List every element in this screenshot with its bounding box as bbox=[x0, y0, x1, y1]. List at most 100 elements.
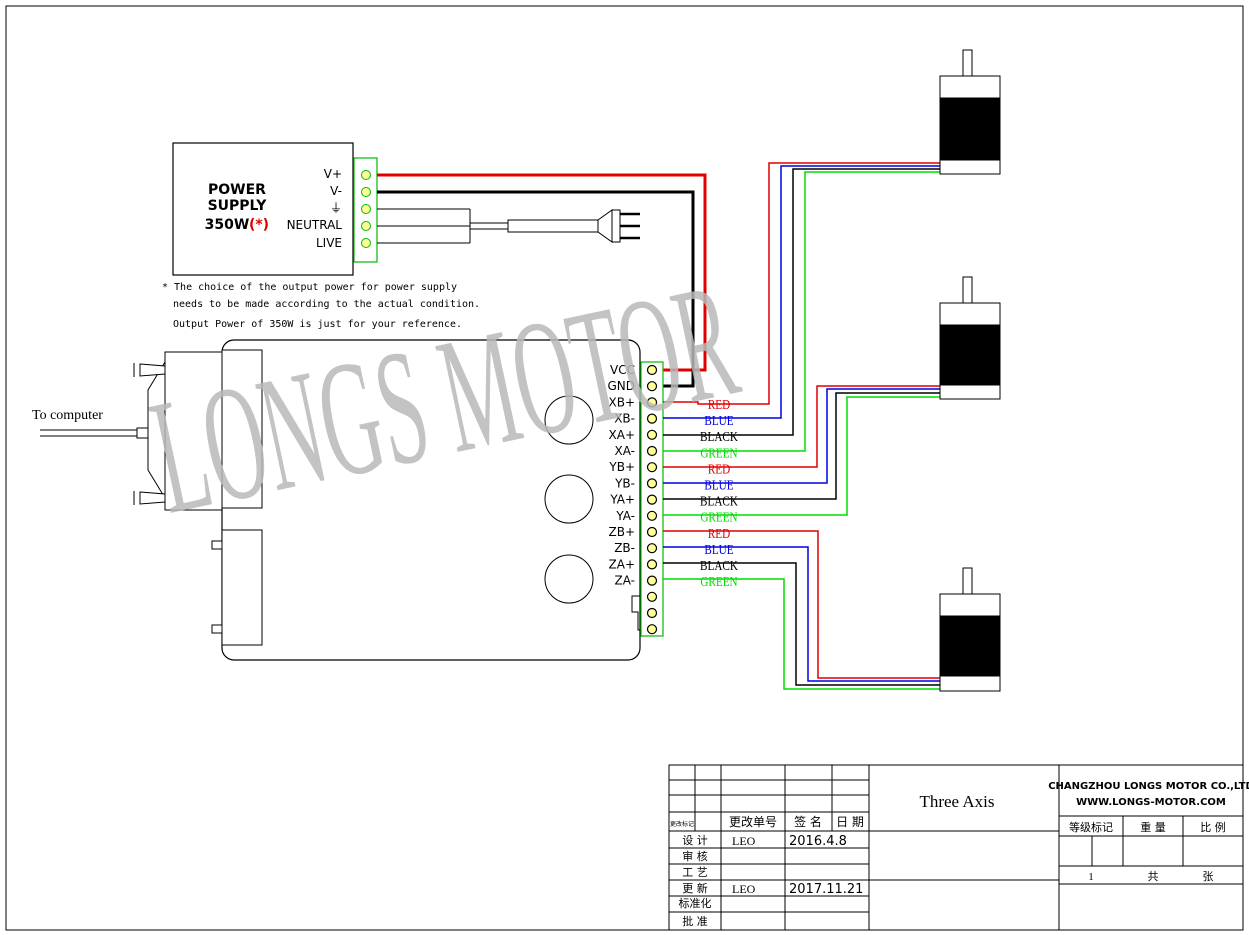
y-motor-wires bbox=[663, 385, 940, 516]
driver-terminal-dot bbox=[646, 494, 658, 505]
ps-terminal-dots bbox=[361, 170, 371, 248]
driver-terminal-dot bbox=[646, 591, 658, 602]
driver-terminal-dot bbox=[646, 364, 658, 376]
ps-terminal-dot bbox=[361, 204, 371, 214]
driver-terminal-label: XA+ bbox=[609, 428, 635, 442]
signature-label: 签 名 bbox=[794, 814, 822, 829]
driver-knob-1 bbox=[544, 395, 594, 445]
wire-label: RED bbox=[708, 526, 730, 541]
driver-terminal-label: XB- bbox=[614, 412, 635, 426]
note-line-3: Output Power of 350W is just for your re… bbox=[173, 319, 462, 330]
driver-terminal-dot bbox=[646, 397, 658, 408]
wire-label: BLUE bbox=[704, 477, 733, 492]
change-no-label: 更改单号 bbox=[729, 815, 777, 829]
driver-board: To computer VCC GND XB+ XB- XA+ XA- YB+ YB- YA+ Y… bbox=[32, 339, 664, 661]
driver-terminal-dot bbox=[646, 575, 658, 586]
updater-name: LEO bbox=[732, 882, 756, 896]
update-label: 更 新 bbox=[682, 881, 708, 895]
driver-terminal-label: GND bbox=[607, 379, 635, 393]
wire-label: BLUE bbox=[704, 542, 733, 557]
driver-terminal-dot bbox=[646, 413, 658, 424]
power-supply-box bbox=[172, 142, 354, 276]
driver-terminal-label: ZB- bbox=[614, 541, 635, 555]
sheet-number: 1 bbox=[1088, 871, 1094, 883]
total-label: 共 bbox=[1148, 870, 1159, 883]
designer-name: LEO bbox=[732, 834, 756, 848]
power-supply-rating: 350W bbox=[205, 217, 250, 233]
driver-terminal-dot bbox=[646, 624, 658, 635]
driver-terminal-dot bbox=[646, 607, 658, 619]
ps-terminal-label-live: LIVE bbox=[316, 236, 342, 250]
driver-terminal-label: VCC bbox=[610, 363, 635, 377]
title-block-text: Three Axis CHANGZHOU LONGS MOTOR CO.,LTD… bbox=[670, 781, 1249, 928]
motor-x bbox=[939, 49, 1001, 175]
driver-knob-3 bbox=[544, 554, 594, 604]
drawing-title: Three Axis bbox=[919, 792, 994, 811]
driver-knob-2 bbox=[544, 474, 594, 524]
ps-terminal-label-neutral: NEUTRAL bbox=[287, 218, 343, 232]
ps-terminal-label-ground: ⏚ bbox=[330, 201, 342, 215]
driver-terminal-dot bbox=[646, 510, 658, 521]
driver-terminal-dot bbox=[646, 462, 658, 473]
driver-switch bbox=[631, 595, 640, 631]
scale-label: 比 例 bbox=[1200, 820, 1226, 834]
ps-terminal-label-vplus: V+ bbox=[324, 167, 342, 181]
driver-terminal-dot bbox=[646, 559, 658, 570]
driver-terminal-label: XA- bbox=[615, 444, 636, 458]
wire-label: BLACK bbox=[700, 558, 739, 573]
process-label: 工 艺 bbox=[682, 866, 708, 879]
parallel-port bbox=[133, 349, 263, 646]
driver-terminal-labels: VCC GND XB+ XB- XA+ XA- YB+ YB- YA+ YA- ZB+ ZB- ZA+ Z… bbox=[607, 363, 635, 588]
driver-terminal-dot bbox=[646, 429, 658, 440]
power-supply: POWER SUPPLY 350W (*) V+ V- ⏚ NEUTRAL LI… bbox=[172, 142, 378, 276]
driver-terminal-label: YA- bbox=[615, 509, 635, 523]
review-label: 审 核 bbox=[682, 849, 708, 863]
driver-terminal-dot bbox=[646, 543, 658, 554]
ps-terminal-dot bbox=[361, 238, 371, 248]
driver-terminal-label: ZA+ bbox=[609, 557, 635, 571]
mains-plug bbox=[377, 208, 640, 244]
driver-terminal-dot bbox=[646, 445, 658, 457]
driver-terminal-label: YB+ bbox=[608, 460, 635, 474]
power-supply-rating-mark: (*) bbox=[249, 217, 269, 233]
design-label: 设 计 bbox=[682, 834, 708, 847]
update-date: 2017.11.21 bbox=[789, 882, 863, 897]
driver-terminal-label: YA+ bbox=[609, 493, 635, 507]
driver-terminal-label: ZB+ bbox=[608, 525, 635, 539]
wire-label: GREEN bbox=[700, 445, 737, 460]
z-motor-wires bbox=[663, 530, 940, 690]
wire-color-labels: REDBLUEBLACKGREENREDBLUEBLACKGREENREDBLU… bbox=[700, 397, 739, 590]
motor-y bbox=[939, 276, 1001, 400]
company-name: CHANGZHOU LONGS MOTOR CO.,LTD bbox=[1048, 781, 1249, 792]
motor-z bbox=[939, 567, 1001, 692]
driver-terminal-dots bbox=[646, 364, 658, 635]
driver-terminal-dot bbox=[646, 381, 658, 392]
ps-terminal-dot bbox=[361, 221, 371, 231]
drawing-frame bbox=[5, 5, 1244, 931]
power-supply-title-2: SUPPLY bbox=[208, 198, 268, 214]
approve-label: 批 准 bbox=[682, 914, 708, 928]
driver-terminal-dot bbox=[646, 478, 658, 489]
driver-terminal-label: YB- bbox=[614, 476, 635, 490]
wire-label: RED bbox=[708, 461, 730, 476]
weight-label: 重 量 bbox=[1140, 820, 1166, 834]
note-line-1: * The choice of the output power for pow… bbox=[162, 282, 457, 293]
power-supply-title-1: POWER bbox=[208, 182, 266, 198]
standard-label: 标准化 bbox=[679, 896, 712, 910]
power-note: * The choice of the output power for pow… bbox=[162, 282, 480, 330]
vcc-wire bbox=[377, 173, 707, 372]
driver-terminal-label: ZA- bbox=[615, 574, 636, 588]
gnd-wire bbox=[377, 190, 695, 388]
driver-terminal-label: XB+ bbox=[608, 395, 635, 409]
driver-terminal-dot bbox=[646, 526, 658, 538]
wire-label: GREEN bbox=[700, 574, 737, 589]
ps-terminal-dot bbox=[361, 170, 371, 180]
wire-label: BLACK bbox=[700, 493, 739, 508]
computer-label: To computer bbox=[32, 408, 103, 423]
note-line-2: needs to be made according to the actual… bbox=[173, 299, 480, 310]
title-block bbox=[668, 764, 1244, 931]
mark-label: 更改标记 bbox=[670, 820, 694, 828]
company-website: WWW.LONGS-MOTOR.COM bbox=[1076, 797, 1226, 808]
grade-label: 等级标记 bbox=[1069, 820, 1113, 834]
